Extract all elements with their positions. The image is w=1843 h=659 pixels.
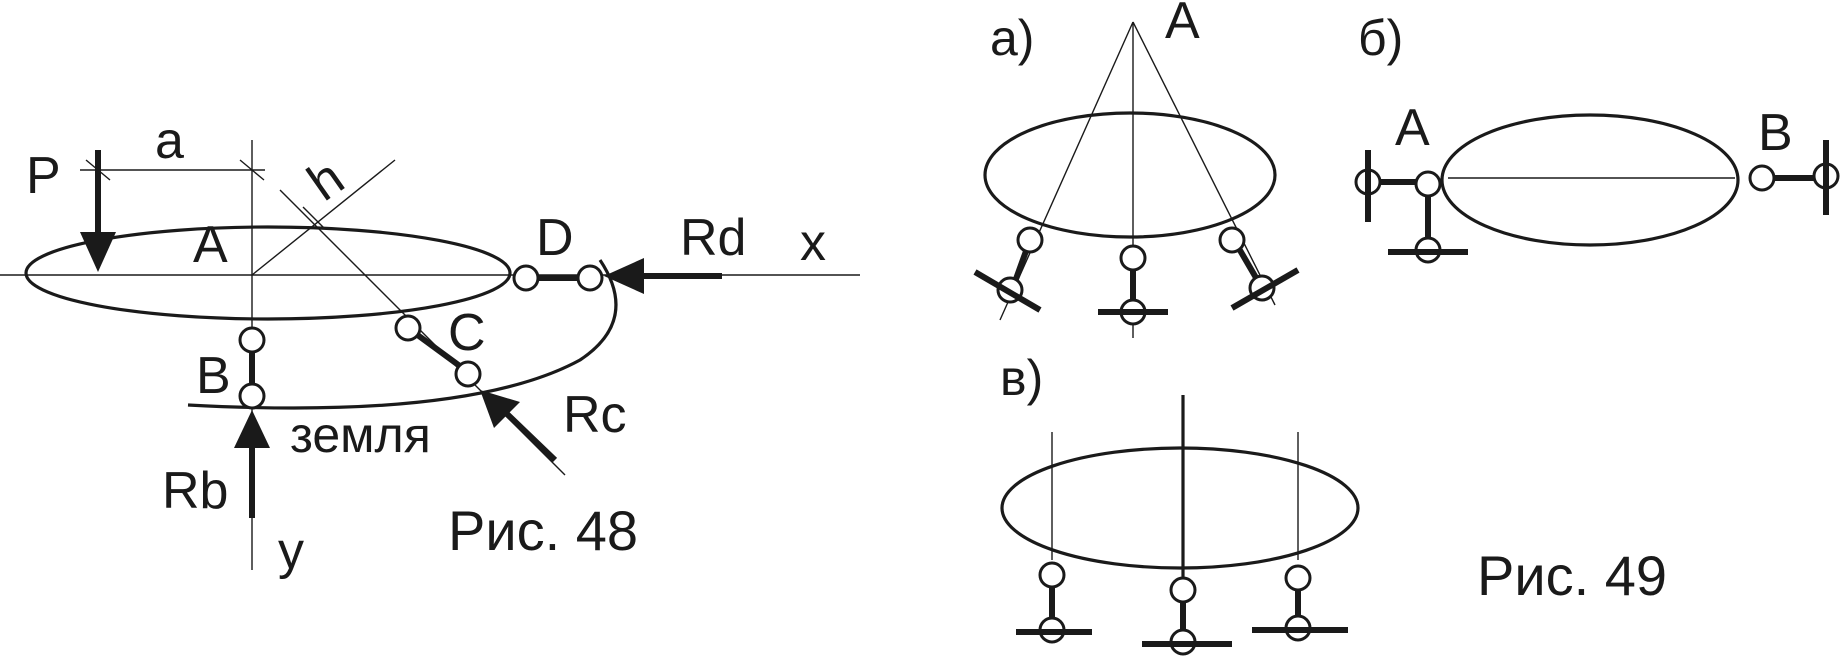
label-d: D (536, 209, 574, 267)
label-a-point: A (193, 216, 228, 274)
panel-b-right-point-label: B (1758, 104, 1793, 162)
label-h: h (297, 148, 354, 212)
panel-v-right-hinge-top (1284, 564, 1312, 592)
label-b: B (196, 347, 231, 405)
label-rc: Rc (563, 386, 627, 444)
support-b-hinge-bottom (238, 382, 266, 410)
panel-a-right-ground (1230, 267, 1300, 311)
panel-v-tag: в) (1000, 350, 1043, 406)
panel-a-left-ground (973, 269, 1042, 313)
panel-b-ellipse (1440, 113, 1740, 247)
body-ellipse (24, 225, 512, 321)
force-rc-shaft (502, 409, 558, 463)
panel-v-left-hinge-top (1038, 561, 1066, 589)
label-p: P (26, 147, 61, 205)
support-d-hinge-outer (576, 264, 604, 292)
caption-fig-48: Рис. 48 (448, 499, 638, 562)
panel-a-right-hinge-top (1218, 226, 1246, 254)
figure-49-panel-a: а) A (973, 0, 1300, 338)
force-rd-head (604, 258, 644, 294)
support-d-hinge-inner (512, 264, 540, 292)
label-ground: земля (290, 407, 431, 463)
figure-48: P a h A D Rd x C B земля Rc Rb y Рис. 48 (0, 112, 860, 580)
panel-a-left-hinge-top (1016, 226, 1044, 254)
label-rb: Rb (162, 462, 228, 520)
panel-a-center-hinge-top (1119, 244, 1147, 272)
label-y: y (278, 522, 304, 580)
figure-49-panel-v: в) Рис. 49 (1000, 350, 1667, 656)
figure-49-panel-b: б) A B (1354, 10, 1840, 264)
panel-b-left-point-label: A (1395, 99, 1430, 157)
force-rb-head (234, 410, 270, 448)
panel-b-right-hinge-body (1748, 164, 1776, 192)
panel-b-left-hinge-body (1414, 170, 1442, 198)
force-rc-head (480, 390, 520, 428)
panel-a-ellipse (983, 111, 1277, 239)
dimension-h-tick (302, 206, 326, 230)
label-a: a (155, 112, 184, 170)
label-x: x (800, 214, 826, 272)
panel-v-center-hinge-top (1169, 576, 1197, 604)
panel-a-ray-right (1132, 21, 1276, 306)
support-c-hinge-outer (454, 360, 482, 388)
caption-fig-49: Рис. 49 (1477, 544, 1667, 607)
dimension-a-tick-right (239, 159, 265, 181)
panel-b-tag: б) (1358, 10, 1403, 66)
force-p-head (80, 232, 116, 272)
panel-a-point-label: A (1165, 0, 1200, 50)
panel-a-tag: а) (990, 10, 1034, 66)
label-c: C (448, 304, 486, 362)
support-b-hinge-top (238, 326, 266, 354)
support-c-hinge-inner (394, 314, 422, 342)
panel-v-ellipse (1000, 446, 1360, 570)
dimension-h-line (251, 159, 396, 276)
ground-curve (187, 259, 618, 410)
label-rd: Rd (680, 209, 746, 267)
